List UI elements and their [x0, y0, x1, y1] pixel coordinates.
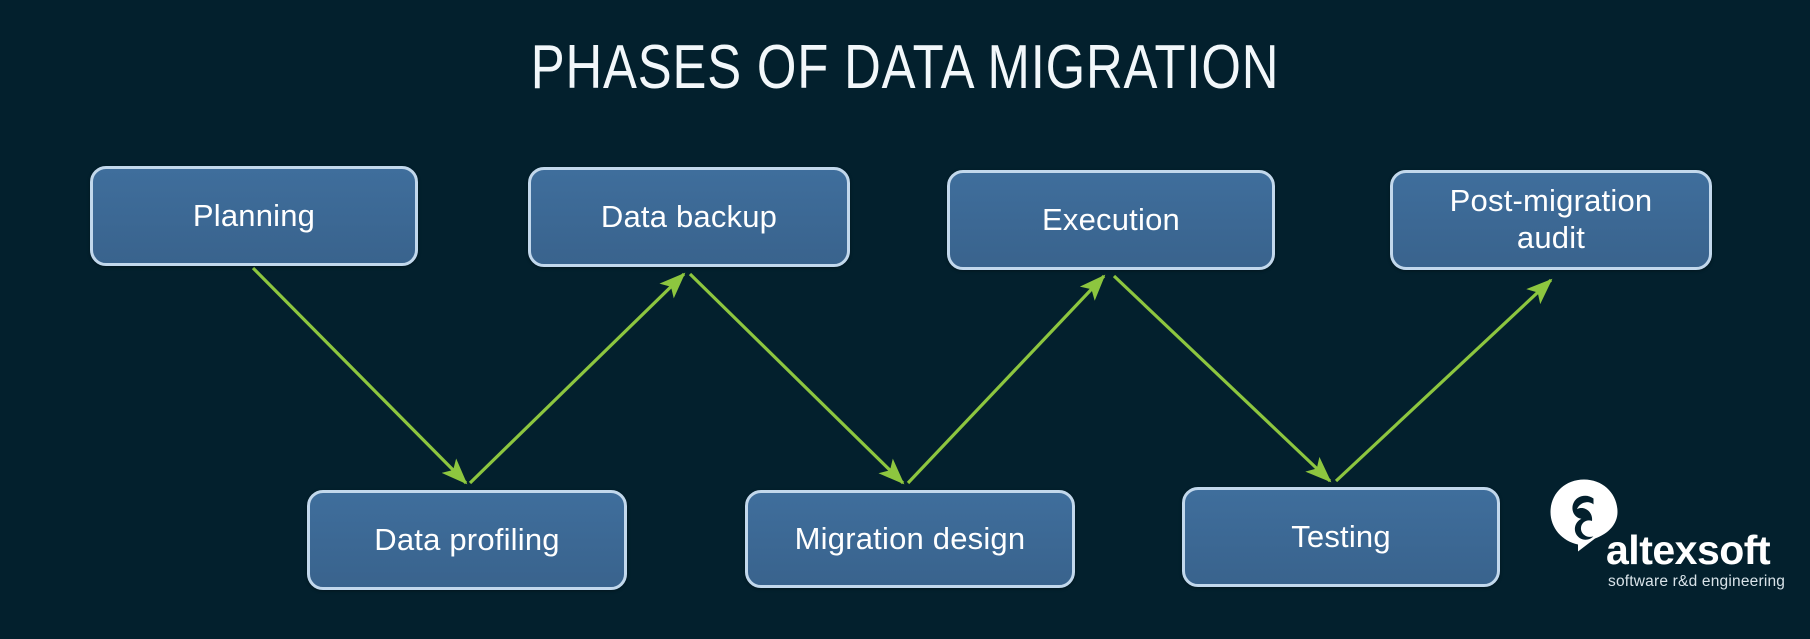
phase-box-execution[interactable]: Execution — [947, 170, 1275, 270]
altexsoft-mark-icon — [1550, 479, 1618, 552]
phase-label-execution: Execution — [1042, 201, 1180, 237]
altexsoft-logo: altexsoft software r&d engineering — [1548, 478, 1800, 608]
logo-tagline: software r&d engineering — [1608, 573, 1786, 590]
phase-label-migration-design: Migration design — [794, 520, 1026, 556]
phase-box-data-profiling[interactable]: Data profiling — [307, 490, 627, 590]
logo-wordmark: altexsoft — [1606, 527, 1771, 573]
phase-box-planning[interactable]: Planning — [90, 166, 418, 266]
arrow-data-profiling-to-data-backup — [468, 272, 686, 485]
arrow-data-backup-to-migration-design — [688, 272, 905, 485]
phase-box-migration-design[interactable]: Migration design — [745, 490, 1075, 588]
phase-label-planning: Planning — [192, 197, 316, 233]
arrow-migration-design-to-execution — [906, 274, 1106, 485]
phase-label-post-migration-audit: Post-migration audit — [1449, 183, 1653, 255]
phase-box-testing[interactable]: Testing — [1182, 487, 1500, 587]
phase-box-data-backup[interactable]: Data backup — [528, 167, 850, 267]
phase-box-post-migration-audit[interactable]: Post-migration audit — [1390, 170, 1712, 270]
phase-label-data-profiling: Data profiling — [374, 521, 560, 557]
page-title: PHASES OF DATA MIGRATION — [530, 33, 1280, 102]
phase-label-testing: Testing — [1291, 518, 1391, 554]
arrow-testing-to-post-migration-audit — [1334, 278, 1553, 483]
phase-label-data-backup: Data backup — [600, 198, 778, 234]
arrow-planning-to-data-profiling — [251, 266, 468, 485]
arrow-execution-to-testing — [1112, 274, 1332, 483]
